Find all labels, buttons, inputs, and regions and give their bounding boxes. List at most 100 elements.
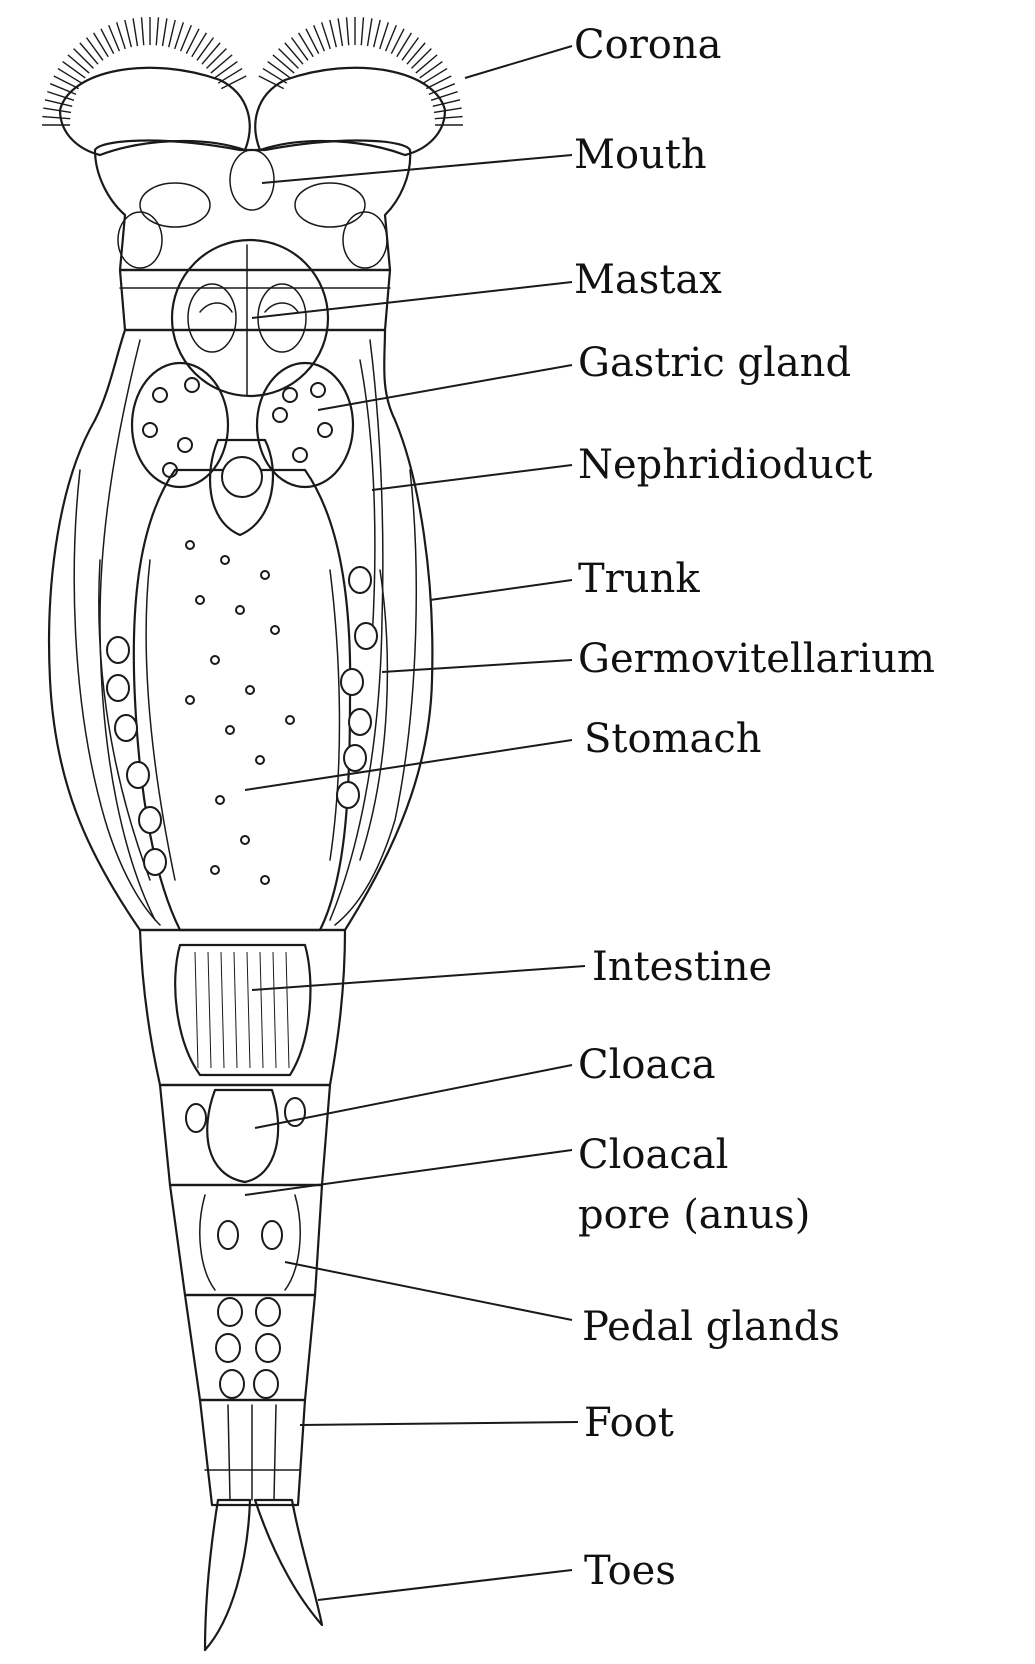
- leader-nephridioduct: [372, 465, 572, 490]
- intestine-striation: [273, 952, 276, 1068]
- cilium: [63, 62, 86, 78]
- cilium: [322, 22, 331, 49]
- cilium: [163, 18, 167, 46]
- label-cloacal-pore-line2: pore (anus): [578, 1192, 810, 1238]
- cilium: [43, 108, 71, 112]
- cilium: [330, 20, 337, 47]
- cilium: [423, 69, 447, 84]
- leader-gastric-gland: [318, 365, 572, 410]
- intestine-striation: [208, 952, 211, 1068]
- leader-pedal-glands: [285, 1262, 572, 1320]
- label-pedal-glands: Pedal glands: [582, 1304, 840, 1350]
- label-mouth: Mouth: [574, 132, 707, 178]
- corona-cilia: [42, 17, 463, 125]
- stomach-granule: [216, 796, 224, 804]
- intestine-region: [140, 930, 345, 1085]
- cilium: [58, 69, 82, 84]
- oocyte: [127, 762, 149, 788]
- intestine-striation: [234, 952, 237, 1068]
- intestine-striation: [221, 952, 224, 1068]
- stomach-granule: [261, 876, 269, 884]
- oocyte: [107, 637, 129, 663]
- label-corona: Corona: [574, 22, 722, 68]
- label-cloacal-pore-line1: Cloacal: [578, 1132, 728, 1178]
- cilium: [45, 100, 72, 107]
- oocyte: [344, 745, 366, 771]
- cilium: [197, 38, 213, 61]
- pedal-gland-cell: [220, 1370, 244, 1398]
- mastax: [172, 240, 328, 396]
- cilium: [347, 17, 349, 45]
- labels: Corona Mouth Mastax Gastric gland Nephri…: [574, 22, 935, 1594]
- cilium: [74, 49, 94, 69]
- oocyte: [349, 709, 371, 735]
- stomach-granule: [286, 716, 294, 724]
- cilium: [412, 49, 432, 69]
- oocyte: [341, 669, 363, 695]
- cilium: [273, 55, 294, 73]
- oocyte: [337, 782, 359, 808]
- cilium: [175, 22, 184, 49]
- cilium: [407, 43, 425, 64]
- oocyte: [144, 849, 166, 875]
- pedal-gland-cell: [218, 1298, 242, 1326]
- cilium: [434, 108, 462, 112]
- label-cloaca: Cloaca: [578, 1042, 716, 1088]
- stomach-granule: [241, 836, 249, 844]
- label-mastax: Mastax: [574, 257, 722, 303]
- cilium: [368, 18, 372, 46]
- label-nephridioduct: Nephridioduct: [578, 442, 872, 488]
- gland-granule: [273, 408, 287, 422]
- pedal-gland-cell: [256, 1334, 280, 1362]
- foot-segment-1: [170, 1185, 322, 1295]
- foot-segment-2: [185, 1295, 315, 1400]
- label-germovitellarium: Germovitellarium: [578, 636, 935, 682]
- label-foot: Foot: [584, 1400, 674, 1446]
- stomach-granule: [186, 696, 194, 704]
- cilium: [68, 55, 89, 73]
- toe-left: [205, 1500, 250, 1650]
- pedal-gland-cell: [256, 1298, 280, 1326]
- gland-granule: [153, 388, 167, 402]
- cilium: [142, 17, 144, 45]
- oocyte: [115, 715, 137, 741]
- leader-germovitellarium: [382, 660, 572, 672]
- cilium: [380, 22, 389, 49]
- gland-granule: [178, 438, 192, 452]
- cilium: [125, 20, 132, 47]
- cilium: [268, 62, 291, 78]
- intestine-striation: [195, 952, 198, 1068]
- cilium: [202, 43, 220, 64]
- gland-granule: [283, 388, 297, 402]
- corona-right-lobe: [255, 68, 445, 155]
- cloaca: [207, 1090, 278, 1182]
- corona-left-lobe: [60, 68, 250, 155]
- cilium: [156, 17, 158, 45]
- pedal-gland-cell: [254, 1370, 278, 1398]
- stomach-granules: [186, 541, 294, 884]
- oocyte: [107, 675, 129, 701]
- oocyte: [355, 623, 377, 649]
- label-toes: Toes: [584, 1548, 676, 1594]
- cilium: [402, 38, 418, 61]
- stomach-granule: [221, 556, 229, 564]
- cilium: [94, 33, 109, 57]
- cilium: [279, 49, 299, 69]
- label-trunk: Trunk: [578, 556, 700, 602]
- cilium: [292, 38, 308, 61]
- leader-stomach: [245, 740, 572, 790]
- cilium: [211, 55, 232, 73]
- cilium: [299, 33, 314, 57]
- leader-toes: [318, 1570, 572, 1600]
- leader-cloacal-pore: [245, 1150, 572, 1195]
- cilium: [285, 43, 303, 64]
- germovitellarium-right: [330, 570, 339, 860]
- cilium: [133, 18, 137, 46]
- intestine-striation: [260, 952, 263, 1068]
- cilium: [80, 43, 98, 64]
- gland-granule: [185, 378, 199, 392]
- cilium: [433, 100, 460, 107]
- cilium: [169, 20, 176, 47]
- stomach-granule: [261, 571, 269, 579]
